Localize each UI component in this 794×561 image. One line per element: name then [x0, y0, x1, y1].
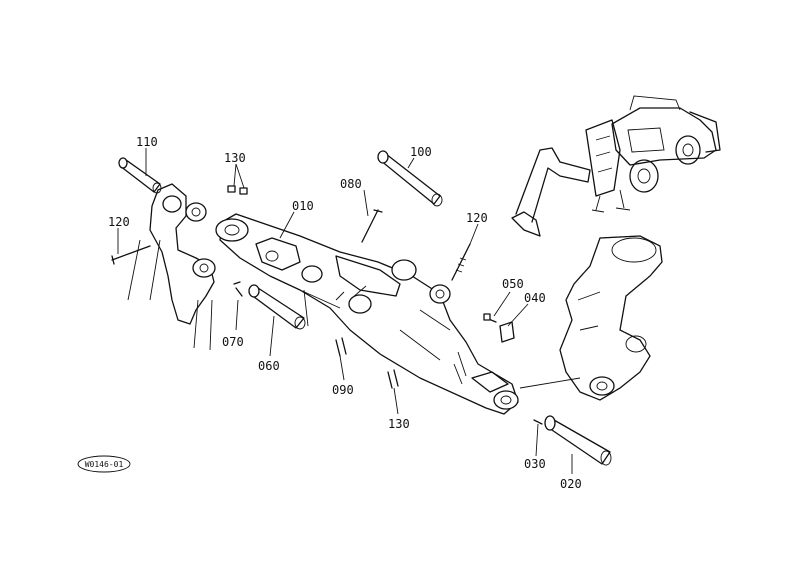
plate-040 [499, 321, 515, 343]
label-070: 070 [222, 335, 244, 349]
nuts-130-top [227, 185, 248, 195]
label-060: 060 [258, 359, 280, 373]
left-bracket-outline [127, 183, 216, 351]
label-010: 010 [292, 199, 314, 213]
label-020: 020 [560, 477, 582, 491]
pin-020 [544, 415, 612, 466]
label-080: 080 [340, 177, 362, 191]
label-120-right: 120 [466, 211, 488, 225]
clips-130-bottom [387, 369, 399, 389]
bolt-120-right [451, 243, 471, 281]
label-120-left: 120 [108, 215, 130, 229]
label-130-top: 130 [224, 151, 246, 165]
bolt-050 [483, 313, 497, 323]
part-labels: 110 130 120 010 080 100 120 050 040 070 … [108, 135, 582, 491]
boom-arm [215, 213, 519, 415]
swing-bracket-outline [559, 235, 663, 401]
clips-090 [335, 337, 347, 357]
label-090: 090 [332, 383, 354, 397]
grease-fitting-070 [233, 281, 243, 297]
label-110: 110 [136, 135, 158, 149]
bolt-080 [361, 209, 383, 243]
label-030: 030 [524, 457, 546, 471]
pin-060 [248, 284, 306, 330]
backhoe-machine-illustration [511, 95, 721, 237]
bolt-120-left [111, 245, 151, 265]
label-130-bottom: 130 [388, 417, 410, 431]
drawing-code: W0146-01 [85, 460, 124, 469]
pin-100 [377, 150, 443, 207]
drawing-code-badge: W0146-01 [77, 455, 131, 473]
label-100: 100 [410, 145, 432, 159]
label-050: 050 [502, 277, 524, 291]
label-040: 040 [524, 291, 546, 305]
grease-fitting-030 [533, 419, 543, 425]
pin-110 [118, 157, 162, 194]
leader-lines [117, 148, 581, 474]
